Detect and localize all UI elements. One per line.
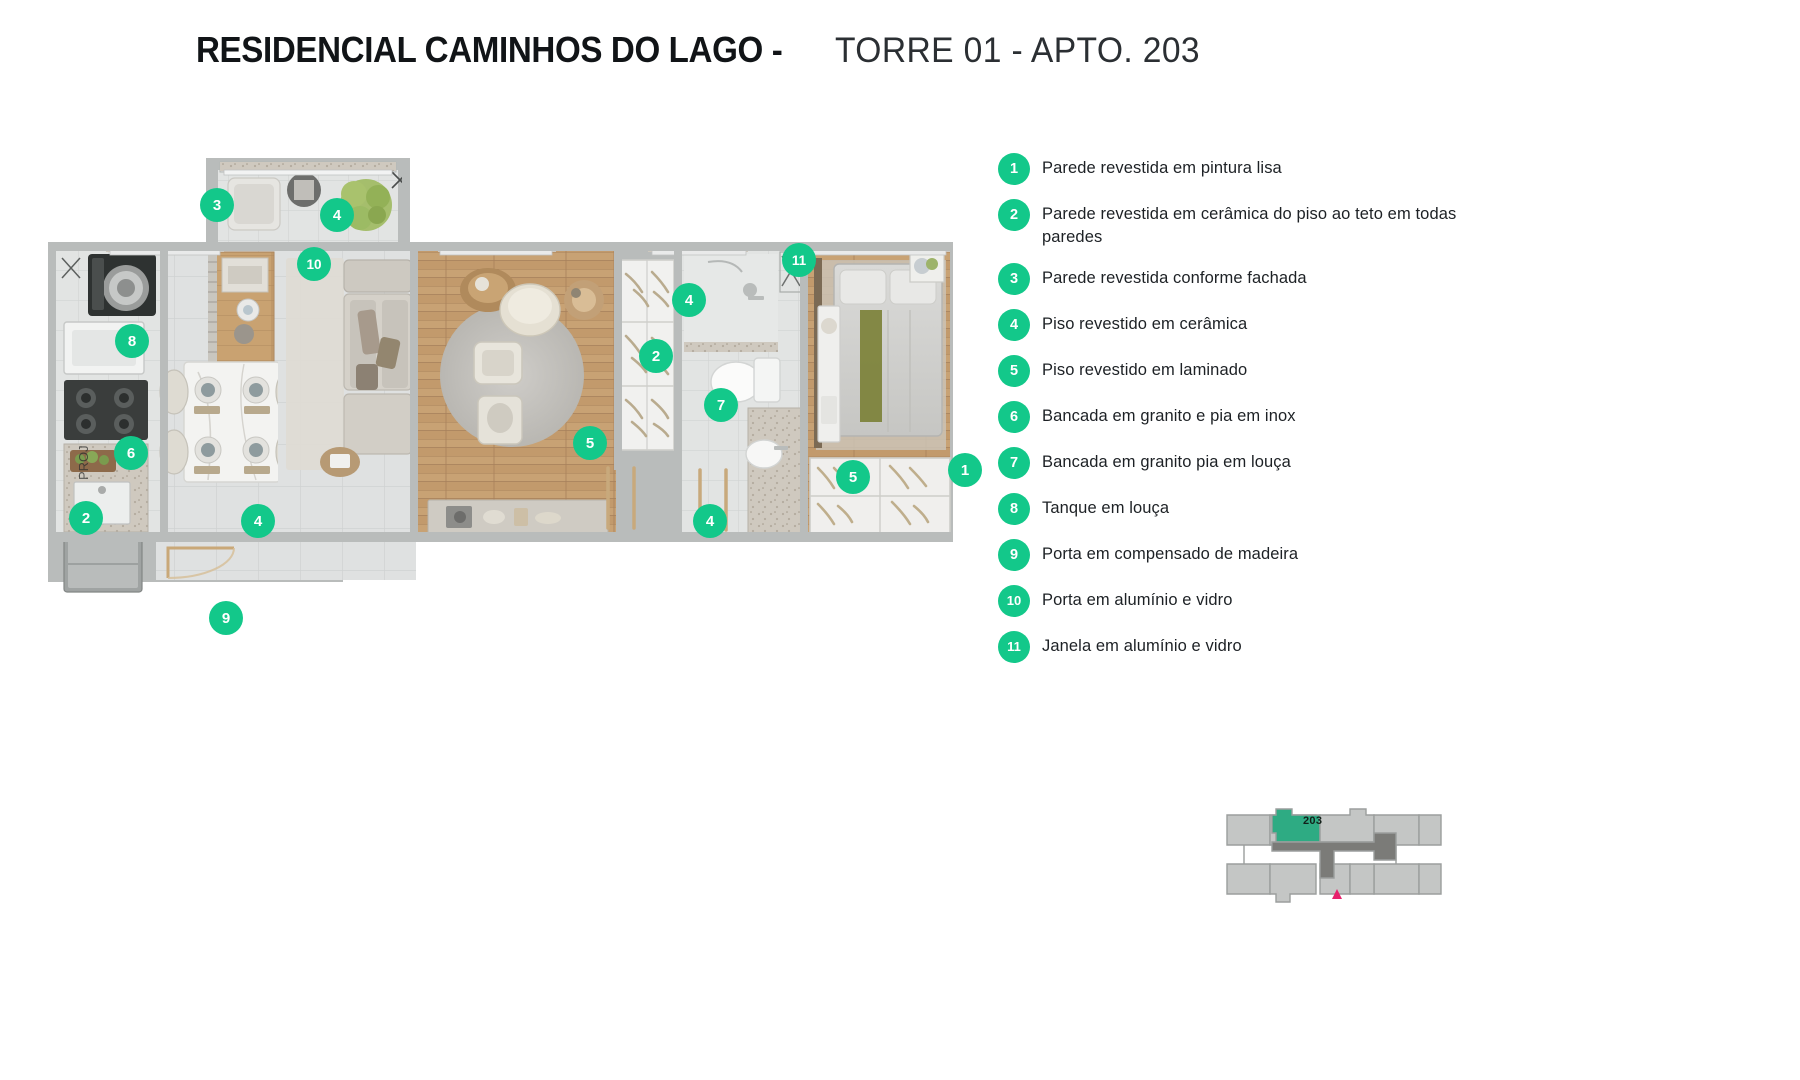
plan-marker-4: 4: [320, 198, 354, 232]
legend-badge-5: 5: [998, 354, 1030, 387]
legend-badge-2: 2: [998, 199, 1030, 231]
legend-item-5: 5 Piso revestido em laminado: [998, 354, 1518, 387]
legend-item-4: 4 Piso revestido em cerâmica: [998, 308, 1518, 341]
plan-marker-9: 9: [209, 601, 243, 635]
legend-label-9: Porta em compensado de madeira: [1042, 544, 1299, 563]
legend-badge-9: 9: [998, 538, 1030, 571]
legend-item-2: 2 Parede revestida em cerâmica do piso ao…: [998, 199, 1518, 249]
legend-label-6: Bancada em granito e pia em inox: [1042, 406, 1296, 425]
legend-item-7: 7 Bancada em granito pia em louça: [998, 446, 1518, 479]
legend-item-10: 10 Porta em alumínio e vidro: [998, 584, 1518, 617]
orientation-arrow-icon: [1332, 889, 1342, 899]
vent-icon: [61, 257, 81, 279]
room-bedroom: [806, 249, 951, 542]
legend-badge-6: 6: [998, 400, 1030, 433]
legend-label-3: Parede revestida conforme fachada: [1042, 268, 1307, 287]
legend-badge-1: 1: [998, 153, 1030, 185]
plan-marker-2: 2: [69, 501, 103, 535]
plan-marker-2: 2: [639, 339, 673, 373]
legend-label-4: Piso revestido em cerâmica: [1042, 314, 1248, 333]
legend-label-8: Tanque em louça: [1042, 498, 1170, 517]
key-plan-drawing: [1226, 808, 1442, 903]
plan-marker-8: 8: [115, 324, 149, 358]
key-plan-unit-label: 203: [1303, 815, 1323, 827]
plan-marker-5: 5: [573, 426, 607, 460]
legend-item-8: 8 Tanque em louça: [998, 492, 1518, 525]
legend-label-11: Janela em alumínio e vidro: [1042, 636, 1242, 655]
legend-item-9: 9 Porta em compensado de madeira: [998, 538, 1518, 571]
legend-badge-10: 10: [998, 584, 1030, 617]
plan-marker-1: 1: [948, 453, 982, 487]
room-bathroom: [680, 250, 806, 540]
legend-label-2: Parede revestida em cerâmica do piso ao …: [1042, 205, 1457, 246]
page-title: RESIDENCIAL CAMINHOS DO LAGO - TORRE 01 -…: [196, 29, 1216, 70]
plan-marker-4: 4: [672, 283, 706, 317]
legend-badge-7: 7: [998, 446, 1030, 479]
plan-marker-3: 3: [200, 188, 234, 222]
legend-badge-4: 4: [998, 308, 1030, 341]
svg-text:PROJ: PROJ: [76, 445, 91, 480]
legend-item-6: 6 Bancada em granito e pia em inox: [998, 400, 1518, 433]
legend-label-10: Porta em alumínio e vidro: [1042, 590, 1233, 609]
page-title-project: RESIDENCIAL CAMINHOS DO LAGO -: [196, 29, 783, 70]
legend-label-1: Parede revestida em pintura lisa: [1042, 159, 1282, 177]
apartment-floorplan: PROJ: [48, 150, 982, 650]
plan-marker-10: 10: [297, 247, 331, 281]
key-plan: [1224, 798, 1444, 914]
legend-item-1: 1 Parede revestida em pintura lisa: [998, 153, 1518, 185]
room-kitchen-service: PROJ: [56, 250, 160, 593]
plan-marker-4: 4: [241, 504, 275, 538]
legend-item-11: 11 Janela em alumínio e vidro: [998, 630, 1518, 663]
legend-badge-3: 3: [998, 262, 1030, 295]
plan-marker-4: 4: [693, 504, 727, 538]
plan-marker-7: 7: [704, 388, 738, 422]
plan-marker-5: 5: [836, 460, 870, 494]
legend-label-5: Piso revestido em laminado: [1042, 360, 1248, 379]
plan-marker-6: 6: [114, 436, 148, 470]
floorplan-drawing: PROJ: [48, 158, 953, 593]
legend-item-3: 3 Parede revestida conforme fachada: [998, 262, 1518, 295]
legend-badge-11: 11: [998, 630, 1030, 663]
room-sala-laminate: [416, 250, 675, 540]
legend-label-7: Bancada em granito pia em louça: [1042, 452, 1291, 471]
legend-badge-8: 8: [998, 492, 1030, 525]
room-living: [278, 250, 416, 500]
page-title-unit: TORRE 01 - APTO. 203: [835, 31, 1201, 70]
plan-marker-11: 11: [782, 243, 816, 277]
